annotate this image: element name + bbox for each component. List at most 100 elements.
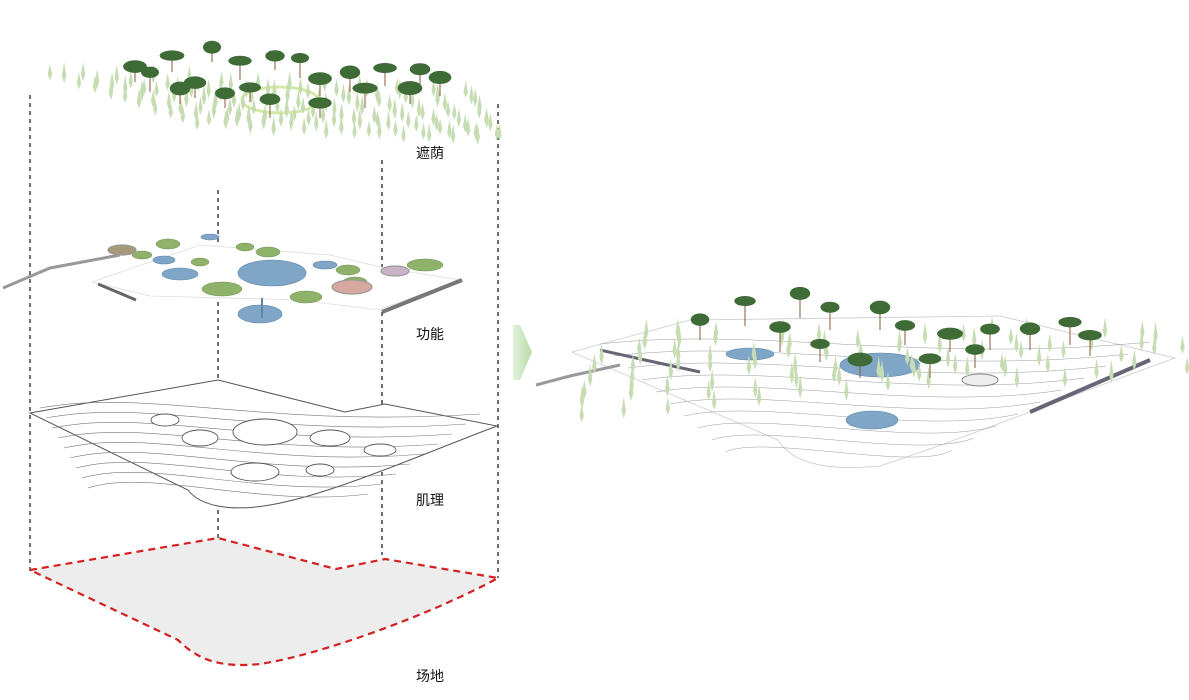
tree-light: [665, 373, 670, 398]
tree-dark: [339, 65, 361, 80]
tree-light: [292, 105, 297, 122]
tree-dark: [228, 55, 252, 66]
tree-light: [876, 355, 881, 380]
tree-light: [1152, 336, 1157, 356]
tree-light: [452, 103, 457, 121]
tree-light: [178, 96, 183, 116]
tree-light: [709, 368, 715, 392]
tree-light: [431, 79, 436, 97]
tree-light: [786, 337, 791, 359]
tree-light: [665, 397, 671, 416]
tree-light: [289, 110, 294, 131]
tree-light: [1094, 358, 1099, 380]
tree-light: [746, 354, 752, 376]
tree-light: [668, 358, 674, 381]
tree-light: [916, 362, 922, 382]
tree-light: [945, 346, 951, 368]
tree-light: [1045, 353, 1051, 373]
tree-light: [824, 338, 829, 362]
tree-light: [497, 122, 502, 142]
tree-light: [355, 90, 360, 113]
tree-light: [346, 84, 352, 106]
tree-light: [416, 97, 422, 118]
tree-dark: [397, 81, 423, 96]
tree-light: [1102, 317, 1108, 339]
tree-light: [305, 81, 311, 99]
tree-light: [180, 105, 186, 124]
tree-light: [965, 355, 970, 379]
tree-dark: [810, 338, 830, 350]
tree-light: [579, 385, 585, 409]
tree-light: [248, 113, 253, 134]
tree-light: [855, 328, 861, 349]
combined-boardwalk: [535, 363, 621, 387]
tree-dark: [169, 81, 191, 96]
tree-light: [403, 87, 408, 104]
tree-light: [285, 82, 290, 104]
tree-light: [794, 366, 799, 389]
combined-trees: [579, 286, 1189, 423]
tree-dark: [290, 52, 310, 64]
plaza-rings: [107, 244, 410, 295]
tree-light: [484, 107, 489, 129]
grass-patches: [131, 238, 444, 304]
tree-light: [357, 108, 363, 130]
tree-light: [706, 379, 711, 401]
tree-light: [61, 61, 67, 84]
tree-light: [434, 113, 439, 131]
tree-light: [376, 90, 382, 108]
tree-light: [926, 366, 931, 390]
tree-light: [897, 335, 902, 354]
tree-dark: [847, 352, 873, 367]
tree-light: [366, 120, 372, 138]
tree-light: [128, 70, 134, 89]
right-arrow-icon: [513, 325, 532, 380]
tree-light: [1014, 366, 1020, 388]
combined-pool-left: [725, 347, 775, 361]
tree-light: [1008, 326, 1014, 345]
tree-light: [937, 331, 942, 354]
tree-light: [707, 353, 713, 373]
tree-dark: [690, 313, 710, 326]
tree-dark: [734, 295, 756, 307]
tree-light: [80, 62, 86, 82]
tree-light: [165, 73, 170, 91]
tree-light: [228, 72, 233, 93]
tree-light: [756, 384, 762, 407]
water-pools: [152, 233, 338, 324]
texture-contours: [39, 402, 481, 498]
tree-light: [456, 107, 462, 128]
layer-label-site: 场地: [416, 669, 444, 685]
tree-light: [465, 117, 471, 137]
walkway-right: [381, 278, 463, 314]
tree-light: [911, 358, 917, 378]
tree-light: [1047, 333, 1052, 353]
site-layer: [26, 536, 502, 667]
tree-light: [844, 378, 849, 401]
tree-light: [410, 88, 415, 109]
tree-light: [1062, 366, 1068, 388]
tree-dark: [1019, 322, 1041, 335]
site-plane: [26, 536, 502, 667]
combined-walkway-left: [599, 348, 701, 374]
tree-light: [320, 101, 326, 124]
tree-dark: [428, 70, 452, 84]
tree-light: [351, 106, 357, 127]
tree-light: [47, 63, 53, 81]
tree-light: [296, 89, 301, 110]
tree-light: [414, 114, 419, 132]
tree-light: [1184, 356, 1189, 375]
tree-light: [421, 122, 426, 140]
tree-light: [339, 116, 344, 135]
tree-light: [437, 118, 443, 135]
tree-light: [314, 111, 319, 132]
texture-voids: [150, 413, 397, 482]
tree-light: [265, 78, 271, 97]
tree-light: [1139, 330, 1144, 352]
tree-light: [194, 111, 200, 130]
tree-light: [1002, 354, 1008, 378]
boardwalk: [2, 253, 121, 290]
tree-light: [885, 371, 891, 392]
tree-light: [621, 396, 626, 419]
tree-dark: [980, 323, 1000, 335]
